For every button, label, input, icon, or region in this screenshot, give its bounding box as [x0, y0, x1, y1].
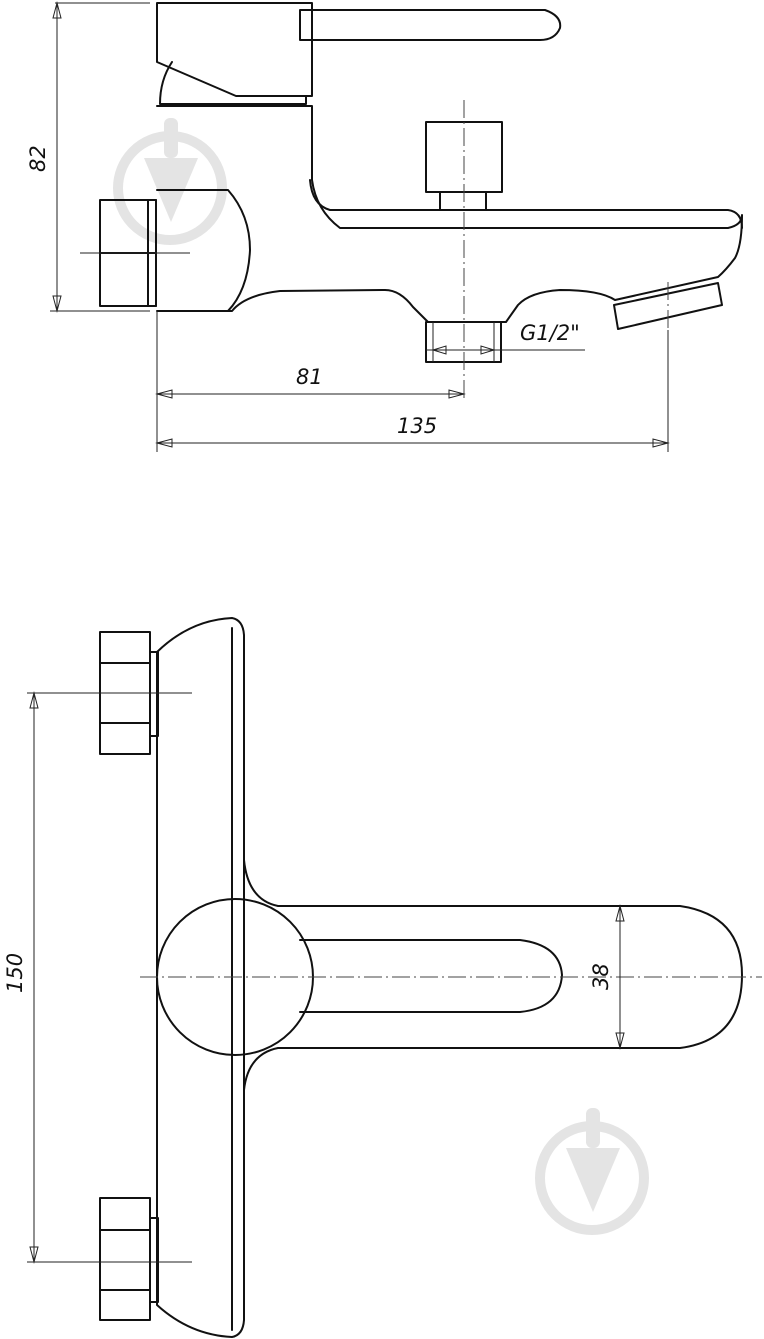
front-view: 150 38 — [3, 617, 762, 1338]
lever-width-dim-label: 38 — [589, 963, 613, 990]
height-dim-label: 82 — [26, 145, 50, 172]
shovel-logo-icon — [113, 118, 227, 245]
lever-arm — [299, 9, 562, 41]
bottom-inlet-nut — [99, 1197, 151, 1321]
overall-length-dim-label: 135 — [397, 414, 437, 438]
inlet-outlet-dim-label: 81 — [296, 365, 323, 389]
spout-aerator — [613, 282, 723, 330]
mixer-body — [156, 105, 743, 323]
side-view: 82 81 135 G1/2" — [26, 1, 743, 452]
centers-dim-label: 150 — [3, 953, 27, 993]
thread-label: G1/2" — [520, 321, 580, 345]
lever-front — [243, 859, 743, 1091]
shovel-logo-icon — [535, 1108, 649, 1235]
mixer-body-front — [156, 617, 245, 1338]
lever-block — [156, 2, 313, 97]
